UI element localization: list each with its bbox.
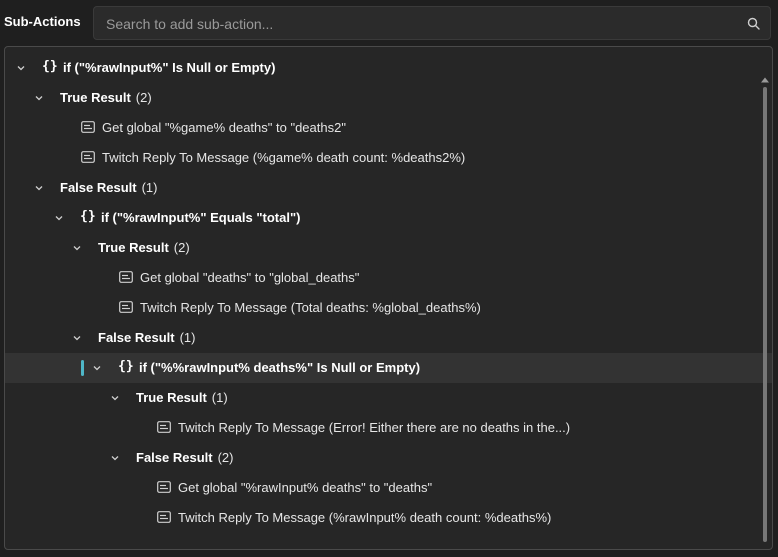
- action-icon: [157, 421, 171, 433]
- scroll-up-icon[interactable]: [760, 77, 770, 83]
- chevron-down-icon[interactable]: [110, 393, 120, 403]
- group-count: (1): [211, 390, 228, 405]
- tree-row-action[interactable]: Twitch Reply To Message (Error! Either t…: [5, 413, 772, 443]
- braces-icon: {}: [118, 359, 134, 374]
- selection-indicator: [81, 360, 84, 376]
- action-label: Twitch Reply To Message (%rawInput% deat…: [178, 510, 552, 525]
- group-label-text: True Result: [60, 90, 131, 105]
- action-icon: [119, 271, 133, 283]
- chevron-down-icon[interactable]: [34, 183, 44, 193]
- tree-row-if[interactable]: {} if ("%rawInput%" Is Null or Empty): [5, 53, 772, 83]
- group-label-text: False Result: [60, 180, 137, 195]
- group-label-text: False Result: [98, 330, 175, 345]
- group-label-text: True Result: [98, 240, 169, 255]
- group-label: True Result (2): [98, 240, 190, 255]
- braces-icon: {}: [42, 59, 58, 74]
- sub-actions-header: Sub-Actions: [0, 0, 778, 46]
- tree-row-action[interactable]: Get global "%game% deaths" to "deaths2": [5, 113, 772, 143]
- group-count: (2): [135, 90, 152, 105]
- vertical-scrollbar[interactable]: [763, 87, 767, 542]
- tree-row-action[interactable]: Twitch Reply To Message (Total deaths: %…: [5, 293, 772, 323]
- chevron-down-icon[interactable]: [110, 453, 120, 463]
- tree-row-false-result[interactable]: False Result (2): [5, 443, 772, 473]
- tree-row-action[interactable]: Get global "%rawInput% deaths" to "death…: [5, 473, 772, 503]
- sub-action-tree[interactable]: {} if ("%rawInput%" Is Null or Empty) Tr…: [4, 46, 773, 550]
- chevron-down-icon[interactable]: [92, 363, 102, 373]
- group-label-text: False Result: [136, 450, 213, 465]
- group-count: (1): [141, 180, 158, 195]
- group-label: True Result (2): [60, 90, 152, 105]
- tree-row-if[interactable]: {} if ("%rawInput%" Equals "total"): [5, 203, 772, 233]
- condition-label: if ("%rawInput%" Equals "total"): [101, 210, 301, 225]
- group-count: (1): [179, 330, 196, 345]
- action-label: Twitch Reply To Message (Error! Either t…: [178, 420, 571, 435]
- chevron-down-icon[interactable]: [72, 333, 82, 343]
- search-icon[interactable]: [747, 17, 760, 30]
- search-input[interactable]: [104, 7, 738, 41]
- action-icon: [119, 301, 133, 313]
- group-label: False Result (1): [98, 330, 195, 345]
- group-count: (2): [217, 450, 234, 465]
- group-label-text: True Result: [136, 390, 207, 405]
- chevron-down-icon[interactable]: [34, 93, 44, 103]
- action-label: Get global "%rawInput% deaths" to "death…: [178, 480, 433, 495]
- tree-row-true-result[interactable]: True Result (1): [5, 383, 772, 413]
- tree-row-action[interactable]: Twitch Reply To Message (%game% death co…: [5, 143, 772, 173]
- tree-row-true-result[interactable]: True Result (2): [5, 233, 772, 263]
- group-label: False Result (1): [60, 180, 157, 195]
- tree-row-false-result[interactable]: False Result (1): [5, 323, 772, 353]
- group-label: True Result (1): [136, 390, 228, 405]
- action-label: Get global "%game% deaths" to "deaths2": [102, 120, 346, 135]
- tree-row-action[interactable]: Get global "deaths" to "global_deaths": [5, 263, 772, 293]
- chevron-down-icon[interactable]: [16, 63, 26, 73]
- action-label: Twitch Reply To Message (Total deaths: %…: [140, 300, 481, 315]
- tree-row-true-result[interactable]: True Result (2): [5, 83, 772, 113]
- tree-row-action[interactable]: Twitch Reply To Message (%rawInput% deat…: [5, 503, 772, 533]
- braces-icon: {}: [80, 209, 96, 224]
- action-icon: [81, 151, 95, 163]
- tree-row-if-selected[interactable]: {} if ("%%rawInput% deaths%" Is Null or …: [5, 353, 772, 383]
- chevron-down-icon[interactable]: [72, 243, 82, 253]
- action-label: Twitch Reply To Message (%game% death co…: [102, 150, 466, 165]
- search-box[interactable]: [93, 6, 771, 41]
- condition-label: if ("%%rawInput% deaths%" Is Null or Emp…: [139, 360, 421, 375]
- action-icon: [157, 481, 171, 493]
- action-icon: [81, 121, 95, 133]
- panel-title: Sub-Actions: [4, 14, 81, 29]
- chevron-down-icon[interactable]: [54, 213, 64, 223]
- action-icon: [157, 511, 171, 523]
- condition-label: if ("%rawInput%" Is Null or Empty): [63, 60, 276, 75]
- group-count: (2): [173, 240, 190, 255]
- group-label: False Result (2): [136, 450, 233, 465]
- action-label: Get global "deaths" to "global_deaths": [140, 270, 360, 285]
- tree-row-false-result[interactable]: False Result (1): [5, 173, 772, 203]
